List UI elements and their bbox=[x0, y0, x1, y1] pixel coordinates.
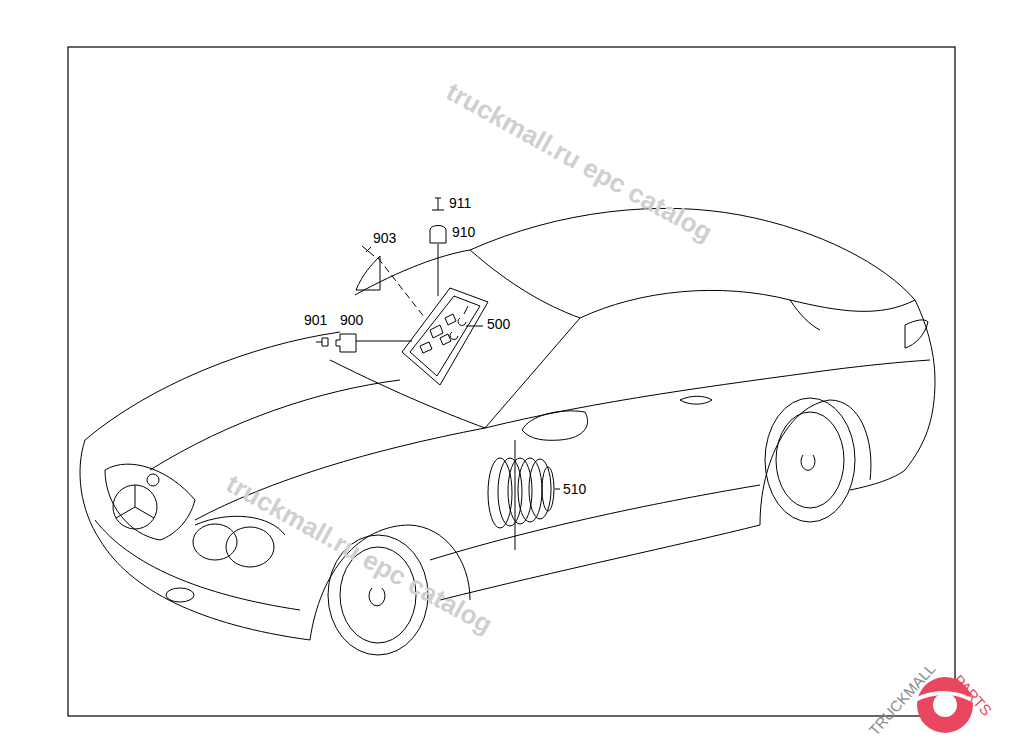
connector-symbol bbox=[430, 198, 446, 296]
grommet-bellows bbox=[488, 458, 560, 528]
leader-line bbox=[378, 258, 425, 318]
logo-text: TRUCKMALL bbox=[866, 660, 938, 738]
watermark: truckmall.ru epc catalog bbox=[222, 470, 496, 638]
callout-number: 500 bbox=[487, 317, 510, 331]
callout-number: 901 bbox=[304, 313, 327, 327]
callout-number: 910 bbox=[452, 225, 475, 239]
callout-number: 911 bbox=[449, 196, 471, 210]
screw-symbol bbox=[356, 246, 380, 290]
callout-number: 903 bbox=[373, 231, 396, 245]
frame bbox=[68, 47, 955, 716]
callout-number: 900 bbox=[340, 313, 363, 327]
callout-number: 510 bbox=[563, 482, 586, 496]
car-outline bbox=[80, 208, 935, 655]
plug-symbol bbox=[316, 334, 412, 352]
logo-text: PARTS bbox=[951, 672, 995, 718]
control-module bbox=[402, 288, 488, 385]
watermark: truckmall.ru epc catalog bbox=[442, 78, 716, 246]
